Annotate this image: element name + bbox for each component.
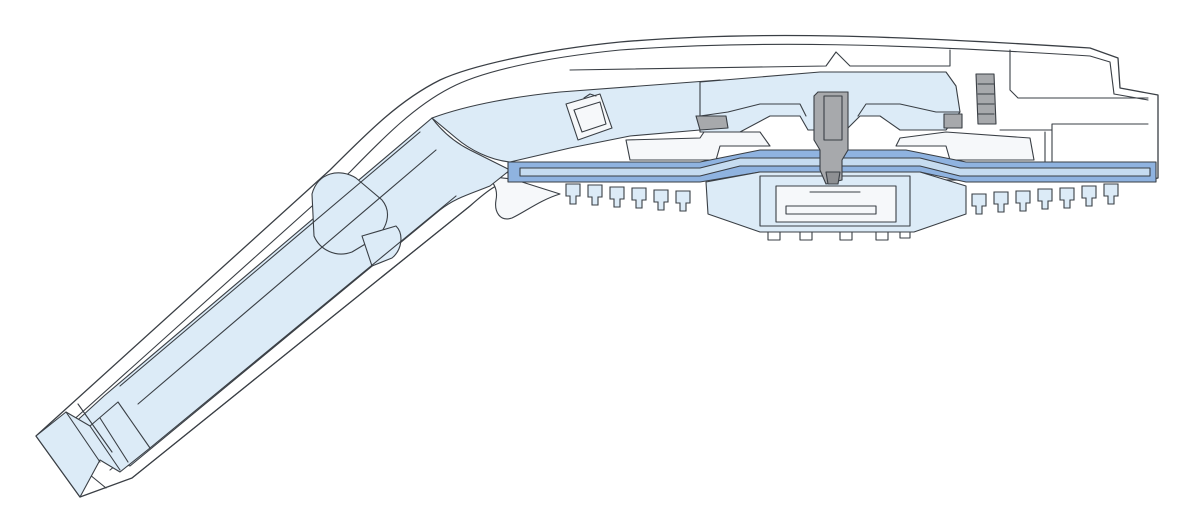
right-nozzle-7 — [1103, 183, 1119, 205]
left-nozzle-4 — [631, 187, 647, 209]
upper-chamber-webs — [699, 103, 961, 117]
right-nozzle-1 — [971, 193, 987, 215]
valve-insert-detail — [573, 93, 607, 133]
left-nozzle-2 — [587, 184, 603, 206]
center-screw — [813, 91, 849, 185]
fasteners — [695, 73, 997, 185]
center-bottom-tabs — [767, 231, 911, 241]
side-clip-right — [943, 113, 963, 129]
left-nozzle-6 — [675, 190, 691, 212]
handle — [35, 117, 511, 498]
tube-joint-lower — [361, 225, 402, 267]
right-nozzle-4 — [1037, 188, 1053, 210]
left-nozzle-5 — [653, 189, 669, 211]
center-screw-tip — [825, 171, 841, 185]
center-block-details — [785, 191, 877, 215]
hose-connector-threads — [65, 403, 129, 471]
spray-plate-inner — [519, 157, 1151, 177]
center-screw-head — [817, 91, 849, 141]
diverter-pin — [975, 73, 997, 125]
nozzle-row — [565, 183, 1119, 215]
right-nozzle-5 — [1059, 187, 1075, 209]
center-block — [775, 185, 897, 223]
diverter-pin-thread — [977, 83, 995, 115]
flow-disc-right — [895, 131, 1035, 161]
side-clip-left — [695, 115, 729, 131]
right-nozzle-2 — [993, 191, 1009, 213]
handle-wall-lines — [119, 131, 471, 479]
right-nozzle-3 — [1015, 190, 1031, 212]
head-cap-line — [569, 49, 1149, 99]
left-nozzle-1 — [565, 183, 581, 205]
right-nozzle-6 — [1081, 185, 1097, 207]
flow-disc-left — [625, 131, 771, 161]
neck-channel — [431, 79, 727, 163]
left-nozzle-3 — [609, 186, 625, 208]
